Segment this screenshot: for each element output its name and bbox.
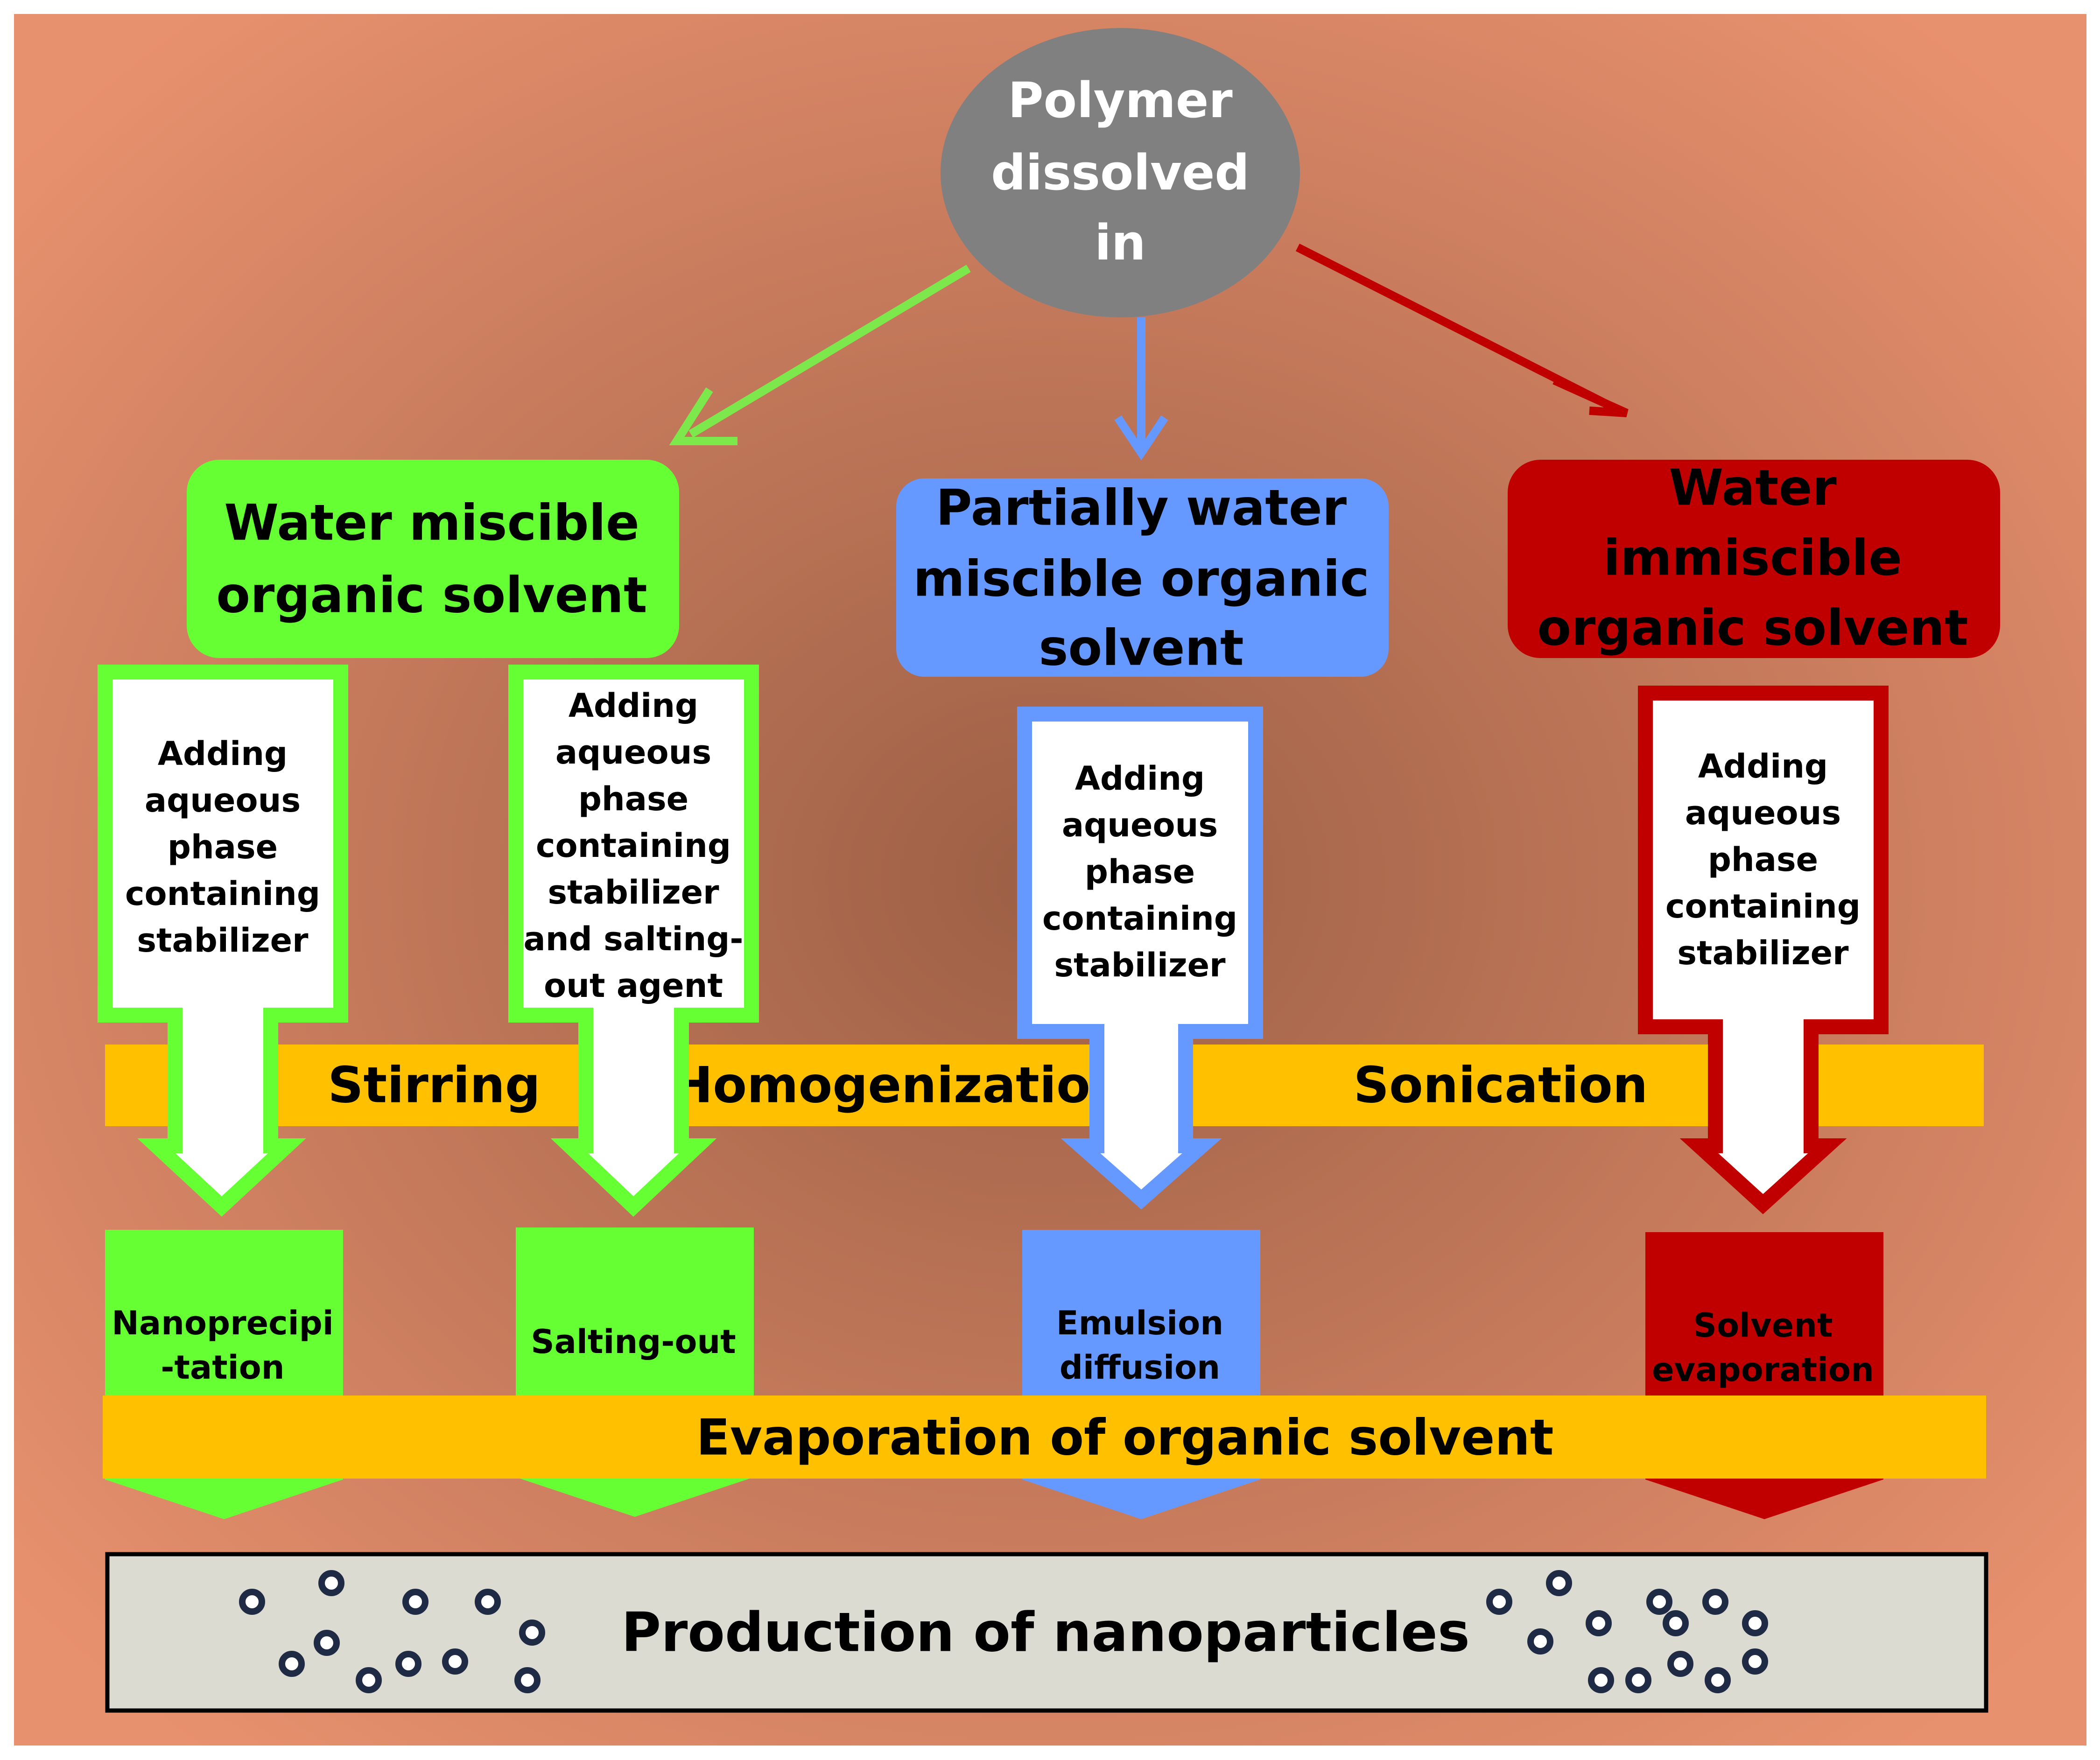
- category-1-line-1: Water miscible: [224, 494, 639, 552]
- step-2-line-7: out agent: [544, 967, 723, 1005]
- method-4-line-2: evaporation: [1652, 1351, 1874, 1389]
- start-ellipse: [941, 28, 1300, 317]
- nanoparticle-dot: [1705, 1667, 1731, 1693]
- nanoparticles-left: [239, 1570, 545, 1693]
- method-4-line-1: Solvent: [1693, 1306, 1833, 1345]
- step-arrow-4: Adding aqueous phase containing stabiliz…: [1638, 686, 1889, 1214]
- nanoparticle-dot: [1586, 1610, 1612, 1636]
- category-water-miscible: Water miscible organic solvent: [187, 460, 679, 658]
- category-3-line-2: immiscible: [1603, 529, 1902, 587]
- category-2-line-3: solvent: [1039, 619, 1243, 677]
- method-2-line-1: Salting-out: [531, 1323, 736, 1361]
- mixing-homogenization: Homogenization: [672, 1057, 1126, 1114]
- step-3-line-1: Adding: [1075, 759, 1205, 798]
- nanoparticle-dot: [402, 1589, 428, 1615]
- category-3-line-3: organic solvent: [1537, 599, 1968, 657]
- step-4-line-2: aqueous: [1685, 794, 1841, 832]
- step-1-line-4: containing: [125, 875, 320, 913]
- method-3-line-1: Emulsion: [1056, 1304, 1223, 1342]
- step-2-line-5: stabilizer: [548, 873, 719, 912]
- step-4-line-5: stabilizer: [1677, 934, 1849, 972]
- category-1-line-2: organic solvent: [216, 567, 647, 624]
- start-line-2: dissolved: [991, 144, 1250, 201]
- nanoparticle-dot: [318, 1570, 344, 1596]
- nanoparticle-dot: [475, 1589, 501, 1615]
- step-arrow-3: Adding aqueous phase containing stabiliz…: [1017, 707, 1263, 1210]
- nanoparticle-dot: [1625, 1667, 1651, 1693]
- nanoparticle-dot: [239, 1589, 265, 1615]
- step-4-line-3: phase: [1708, 841, 1818, 879]
- mixing-band: Stirring Homogenization Sonication: [105, 1045, 1984, 1126]
- step-1-line-5: stabilizer: [137, 921, 309, 960]
- nanoparticle-dot: [514, 1667, 541, 1693]
- start-line-3: in: [1095, 214, 1146, 271]
- nanoparticle-dot: [1702, 1589, 1728, 1615]
- step-2-line-4: containing: [536, 827, 731, 865]
- step-arrow-1: Adding aqueous phase containing stabiliz…: [98, 665, 348, 1217]
- nanoparticles-right: [1486, 1570, 1768, 1693]
- production-label: Production of nanoparticles: [621, 1601, 1470, 1664]
- nanoparticle-dot: [1742, 1610, 1768, 1636]
- category-partially-water-miscible: Partially water miscible organic solvent: [896, 478, 1389, 677]
- nanoparticle-dot: [356, 1667, 382, 1693]
- nanoparticle-dot: [1646, 1589, 1672, 1615]
- nanoparticle-dot: [395, 1651, 421, 1677]
- category-2-line-1: Partially water: [936, 479, 1347, 537]
- step-1-line-3: phase: [168, 828, 278, 866]
- nanoparticle-dot: [279, 1651, 305, 1677]
- nanoparticle-dot: [1663, 1610, 1689, 1636]
- nanoparticle-dot: [442, 1648, 468, 1675]
- method-1-line-1: Nanoprecipi: [112, 1304, 333, 1342]
- method-3-line-2: diffusion: [1060, 1348, 1220, 1387]
- nanoparticle-dot: [1527, 1628, 1553, 1655]
- mixing-sonication: Sonication: [1354, 1057, 1648, 1114]
- step-2-line-3: phase: [578, 780, 688, 818]
- nanoparticle-dot: [1546, 1570, 1572, 1596]
- nanoparticle-dot: [314, 1630, 340, 1656]
- mixing-stirring: Stirring: [328, 1057, 541, 1114]
- nanoparticle-dot: [1667, 1651, 1693, 1677]
- category-3-line-1: Water: [1669, 459, 1837, 517]
- step-arrow-2: Adding aqueous phase containing stabiliz…: [508, 665, 759, 1217]
- step-1-line-2: aqueous: [145, 781, 301, 820]
- category-2-line-2: miscible organic: [913, 550, 1369, 608]
- connector-red: [1295, 243, 1629, 417]
- step-4-line-4: containing: [1665, 887, 1861, 926]
- nanoparticle-dot: [1588, 1667, 1614, 1693]
- step-2-line-1: Adding: [569, 687, 698, 725]
- category-water-immiscible: Water immiscible organic solvent: [1508, 459, 2000, 658]
- connector-green: [669, 265, 971, 445]
- step-4-line-1: Adding: [1698, 747, 1828, 785]
- step-3-line-5: stabilizer: [1054, 946, 1226, 984]
- method-1-line-2: -tation: [161, 1348, 284, 1387]
- production-box: Production of nanoparticles: [105, 1552, 1988, 1713]
- step-2-line-6: and salting-: [524, 920, 744, 958]
- start-node: Polymer dissolved in: [941, 28, 1300, 317]
- evaporation-band: Evaporation of organic solvent: [103, 1395, 1986, 1479]
- step-2-line-2: aqueous: [555, 733, 711, 771]
- evaporation-label: Evaporation of organic solvent: [696, 1409, 1554, 1466]
- connector-blue: [1114, 317, 1168, 461]
- step-3-line-2: aqueous: [1062, 806, 1218, 844]
- step-3-line-4: containing: [1042, 899, 1237, 938]
- nanoparticle-dot: [519, 1620, 545, 1646]
- nanoparticle-dot: [1742, 1648, 1768, 1675]
- nanoparticle-dot: [1486, 1589, 1512, 1615]
- start-line-1: Polymer: [1008, 72, 1232, 129]
- step-1-line-1: Adding: [158, 735, 288, 773]
- step-3-line-3: phase: [1085, 853, 1195, 891]
